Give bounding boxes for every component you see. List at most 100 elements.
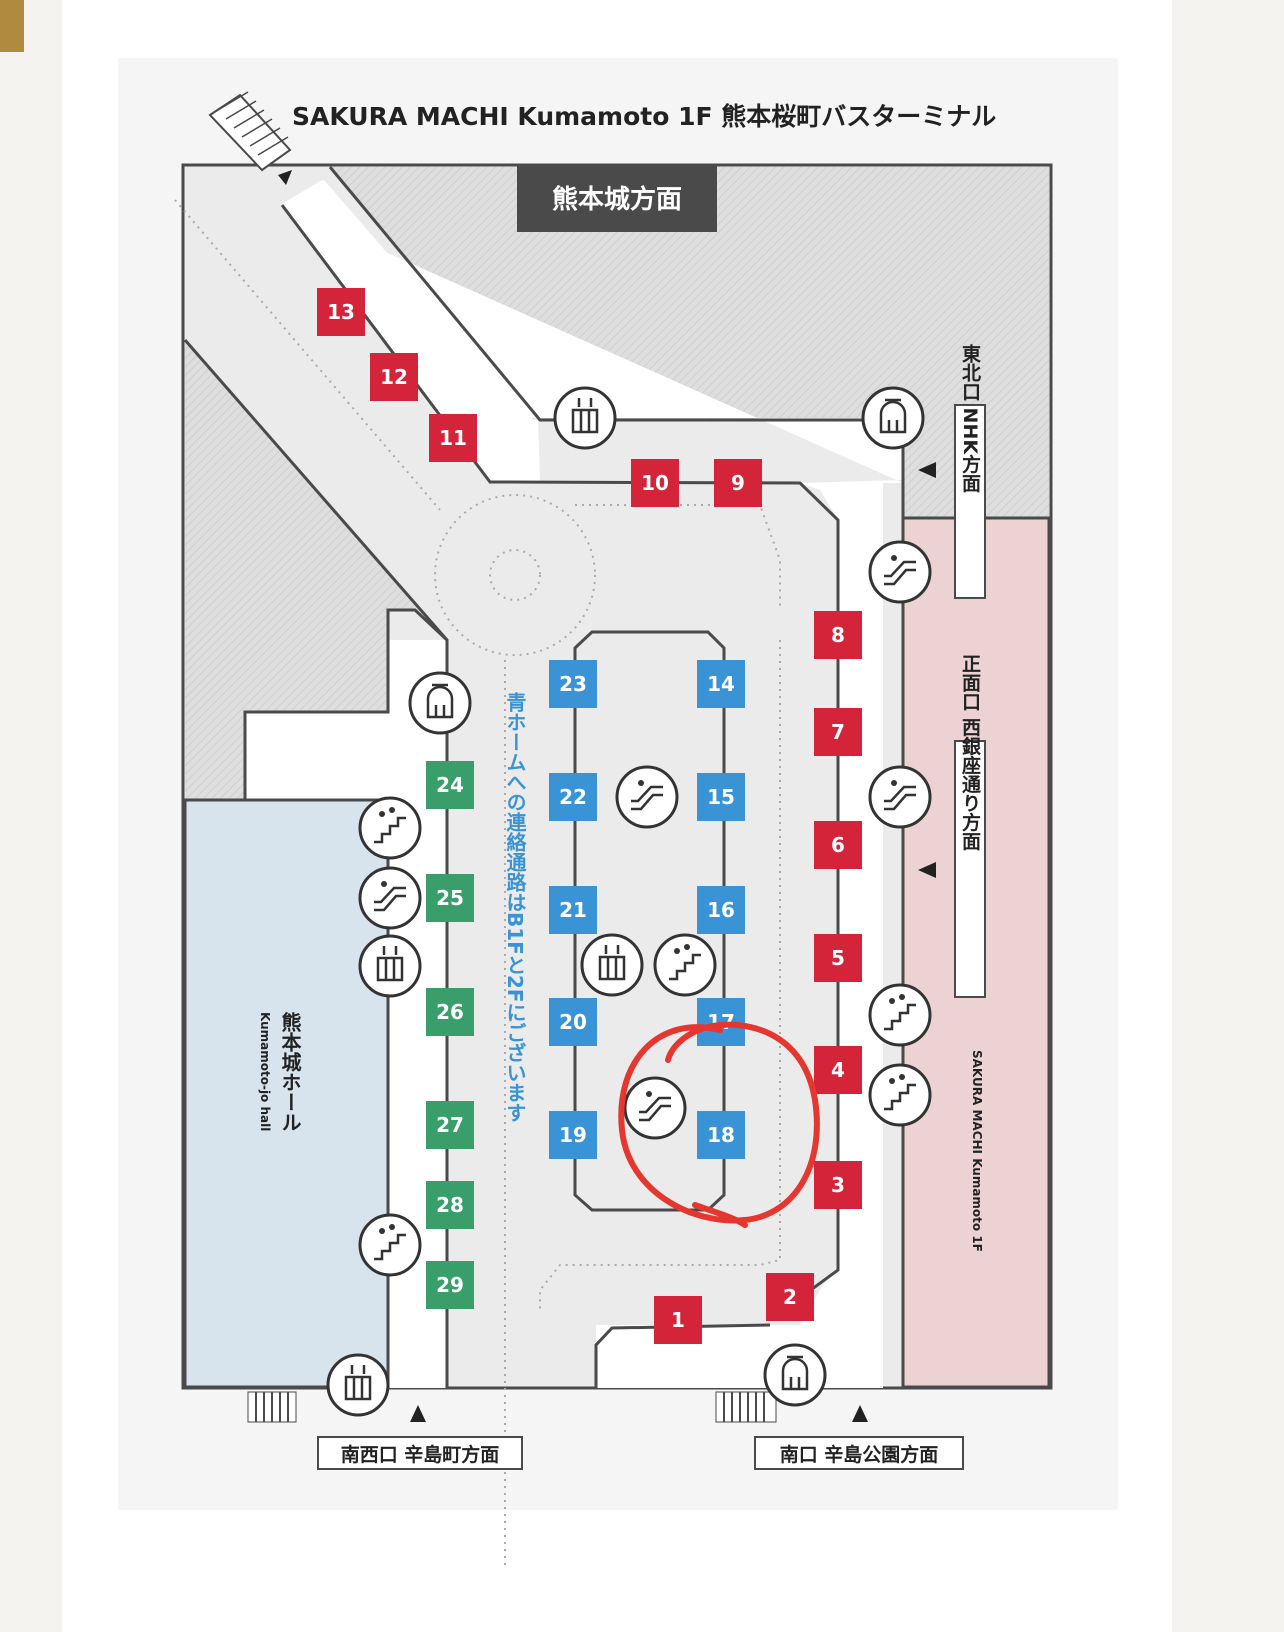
- platform-2: 2: [766, 1273, 814, 1321]
- walkway-west-stub: [245, 712, 390, 802]
- kumamoto-jo-hall-area: [183, 798, 390, 1389]
- platform-number: 10: [641, 471, 669, 495]
- platform-20: 20: [549, 998, 597, 1046]
- platform-23: 23: [549, 660, 597, 708]
- hall-label-ja: 熊本城ホール: [278, 1011, 302, 1132]
- platform-21: 21: [549, 886, 597, 934]
- platform-number: 13: [327, 300, 355, 324]
- escalator-icon: [623, 1076, 687, 1140]
- platform-4: 4: [814, 1046, 862, 1094]
- sign-main-box: [954, 740, 986, 998]
- platform-5: 5: [814, 934, 862, 982]
- platform-number: 14: [707, 672, 735, 696]
- right-decorative-border: [1172, 0, 1284, 1632]
- platform-24: 24: [426, 761, 474, 809]
- central-island: [573, 630, 726, 1212]
- platform-9: 9: [714, 459, 762, 507]
- platform-number: 26: [436, 1000, 464, 1024]
- stairs-icon: [358, 1213, 422, 1277]
- platform-number: 27: [436, 1113, 464, 1137]
- hall-label-en: Kumamoto-jo hall: [258, 1012, 272, 1131]
- platform-7: 7: [814, 708, 862, 756]
- escalator-icon: [868, 765, 932, 829]
- platform-number: 15: [707, 785, 735, 809]
- restroom-icon: [763, 1343, 827, 1407]
- platform-number: 23: [559, 672, 587, 696]
- entrance-arrow-northeast: [918, 462, 936, 478]
- elevator-icon: [326, 1353, 390, 1417]
- stairs-icon: [653, 933, 717, 997]
- platform-number: 25: [436, 886, 464, 910]
- platform-14: 14: [697, 660, 745, 708]
- platform-1: 1: [654, 1296, 702, 1344]
- platform-number: 21: [559, 898, 587, 922]
- corner-tab: [0, 0, 24, 52]
- walkway-diagonal: [282, 180, 540, 482]
- platform-number: 12: [380, 365, 408, 389]
- walkway-main: [280, 180, 903, 1388]
- platform-number: 24: [436, 773, 464, 797]
- platform-16: 16: [697, 886, 745, 934]
- platform-number: 1: [671, 1308, 685, 1332]
- platform-15: 15: [697, 773, 745, 821]
- platform-number: 18: [707, 1123, 735, 1147]
- sign-southwest-box: [317, 1436, 523, 1470]
- platform-22: 22: [549, 773, 597, 821]
- sign-main-label: 正面口 西銀座通り方面: [959, 654, 981, 851]
- stairs-icon: [868, 1063, 932, 1127]
- platform-26: 26: [426, 988, 474, 1036]
- platform-number: 3: [831, 1173, 845, 1197]
- platform-8: 8: [814, 611, 862, 659]
- platform-3: 3: [814, 1161, 862, 1209]
- restroom-icon: [408, 671, 472, 735]
- entrance-arrow-southwest: [410, 1405, 426, 1422]
- platform-13: 13: [317, 288, 365, 336]
- escalator-icon: [358, 866, 422, 930]
- platform-number: 28: [436, 1193, 464, 1217]
- sign-northeast-label: 東北口 NHK方面: [959, 343, 981, 492]
- facility-icons: [326, 386, 932, 1417]
- platform-number: 2: [783, 1285, 797, 1309]
- platform-number: 8: [831, 623, 845, 647]
- platform-number: 9: [731, 471, 745, 495]
- stairs-icon: [868, 983, 932, 1047]
- platform-number: 5: [831, 946, 845, 970]
- direction-top-label: 熊本城方面: [552, 184, 682, 215]
- left-decorative-border: [0, 0, 62, 1632]
- platform-25: 25: [426, 874, 474, 922]
- platform-10: 10: [631, 459, 679, 507]
- sign-south-label: 南口 辛島公園方面: [780, 1443, 939, 1466]
- escalator-icon: [615, 765, 679, 829]
- stairs-south: [247, 1391, 777, 1423]
- platform-number: 20: [559, 1010, 587, 1034]
- blue-platform-connection-note: 青ホームへの連絡通路はB1Fと2Fにございます: [503, 692, 527, 1123]
- building-area-north: [330, 167, 1049, 518]
- elevator-icon: [358, 934, 422, 998]
- sign-south-box: [754, 1436, 964, 1470]
- platform-number: 4: [831, 1058, 845, 1082]
- platform-number: 7: [831, 720, 845, 744]
- stairs-icon: [358, 796, 422, 860]
- building-area-west: [185, 340, 445, 800]
- escalator-icon: [868, 540, 932, 604]
- platform-number: 16: [707, 898, 735, 922]
- platform-27: 27: [426, 1101, 474, 1149]
- platform-18: 18: [697, 1111, 745, 1159]
- elevator-icon: [553, 386, 617, 450]
- elevator-icon: [580, 933, 644, 997]
- entrance-arrow-main: [918, 862, 936, 878]
- stairs-northwest: [208, 91, 292, 185]
- entrance-arrow-south: [852, 1405, 868, 1422]
- sign-southwest-label: 南西口 辛島町方面: [341, 1443, 500, 1466]
- annotation-circle: [618, 1021, 820, 1228]
- platform-number: 11: [439, 426, 467, 450]
- platform-29: 29: [426, 1261, 474, 1309]
- sakura-machi-label: SAKURA MACHI Kumamoto 1F: [970, 1050, 984, 1252]
- direction-sign-top: [517, 165, 717, 232]
- platform-number: 19: [559, 1123, 587, 1147]
- platform-number: 29: [436, 1273, 464, 1297]
- sign-northeast-box: [954, 404, 986, 599]
- platform-19: 19: [549, 1111, 597, 1159]
- platform-number: 22: [559, 785, 587, 809]
